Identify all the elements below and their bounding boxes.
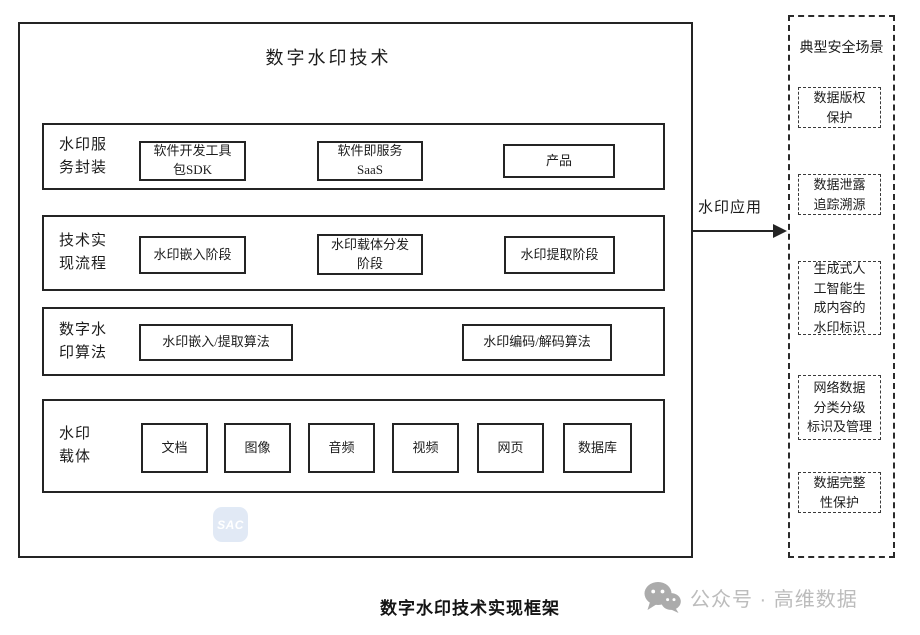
layer-label: 技术实 现流程 [59, 232, 108, 272]
box-carrier-webpage: 网页 [477, 423, 544, 473]
figure-caption: 数字水印技术实现框架 [380, 599, 560, 618]
box-carrier-document: 文档 [141, 423, 208, 473]
box-carrier-database: 数据库 [563, 423, 632, 473]
brand-text: 公众号 · 高维数据 [690, 588, 858, 611]
box-encode-decode-algorithm: 水印编码/解码算法 [462, 324, 612, 361]
box-distribution-stage: 水印载体分发 阶段 [317, 234, 423, 275]
layer-label: 数字水 印算法 [59, 321, 108, 361]
layer-algorithms: 数字水 印算法 水印嵌入/提取算法 水印编码/解码算法 [42, 307, 665, 376]
box-saas: 软件即服务 SaaS [317, 141, 423, 181]
arrow-line [693, 230, 775, 232]
box-carrier-audio: 音频 [308, 423, 375, 473]
scenario-panel-title: 典型安全场景 [799, 41, 884, 56]
diagram-title: 数字水印技术 [265, 48, 392, 68]
layer-implementation-process: 技术实 现流程 水印嵌入阶段 水印载体分发 阶段 水印提取阶段 [42, 215, 665, 291]
box-extraction-stage: 水印提取阶段 [504, 236, 615, 274]
box-embedding-stage: 水印嵌入阶段 [139, 236, 246, 274]
sac-watermark-logo: SAC [213, 507, 248, 542]
scenario-leak-tracing: 数据泄露 追踪溯源 [798, 174, 881, 215]
brand-badge: 公众号 · 高维数据 [644, 581, 858, 613]
scenario-panel: 典型安全场景 数据版权 保护 数据泄露 追踪溯源 生成式人 工智能生 成内容的 … [788, 15, 895, 558]
scenario-data-classification: 网络数据 分类分级 标识及管理 [798, 375, 881, 440]
layer-carriers: 水印 载体 文档 图像 音频 视频 网页 数据库 [42, 399, 665, 493]
box-embed-extract-algorithm: 水印嵌入/提取算法 [139, 324, 293, 361]
box-carrier-image: 图像 [224, 423, 291, 473]
arrow-right-icon [773, 224, 787, 238]
layer-label: 水印 载体 [59, 425, 92, 465]
box-sdk: 软件开发工具 包SDK [139, 141, 246, 181]
box-product: 产品 [503, 144, 615, 178]
scenario-copyright-protection: 数据版权 保护 [798, 87, 881, 128]
scenario-aigc-watermark-label: 生成式人 工智能生 成内容的 水印标识 [798, 261, 881, 335]
arrow-label: 水印应用 [698, 200, 763, 216]
wechat-icon [644, 582, 681, 613]
scenario-integrity-protection: 数据完整 性保护 [798, 472, 881, 513]
layer-label: 水印服 务封装 [59, 136, 108, 176]
box-carrier-video: 视频 [392, 423, 459, 473]
layer-service-packaging: 水印服 务封装 软件开发工具 包SDK 软件即服务 SaaS 产品 [42, 123, 665, 190]
main-framework-box: 数字水印技术 水印服 务封装 软件开发工具 包SDK 软件即服务 SaaS 产品… [18, 22, 693, 558]
